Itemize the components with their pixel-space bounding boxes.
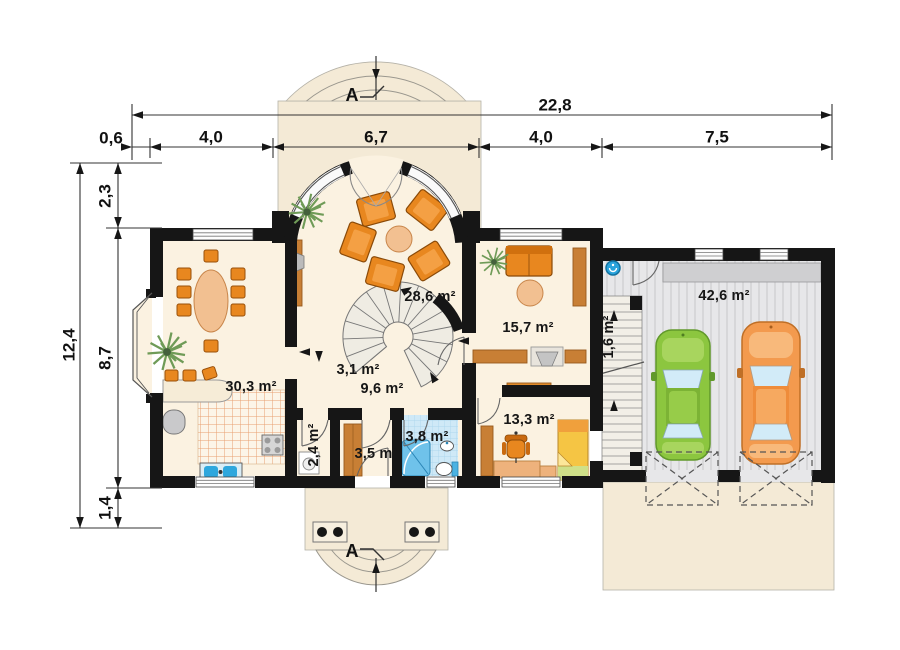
room-label-wc: 2,4 m² (305, 423, 322, 467)
window (195, 476, 255, 488)
dim-seg-0-6: 0,6 (99, 128, 123, 148)
bar-counter (162, 366, 233, 403)
living-room-set (287, 189, 451, 307)
room-label-lounge: 15,7 m² (502, 319, 554, 336)
car-green (651, 329, 715, 461)
room-label-stairs: 3,1 m² (336, 361, 380, 378)
dim-seg-4-0-right: 4,0 (529, 127, 553, 147)
window (499, 228, 563, 241)
dim-seg-2-3: 2,3 (95, 184, 115, 208)
dining-set (176, 249, 246, 353)
porch-light-left (312, 521, 348, 543)
bay-window (132, 292, 153, 398)
room-label-hall: 9,6 m² (360, 380, 404, 397)
room-label-bedroom: 13,3 m² (503, 411, 555, 428)
room-label-dining: 30,3 m² (225, 378, 277, 395)
window (759, 248, 789, 261)
utility-fixtures (298, 423, 459, 477)
porch-light-right (404, 521, 440, 543)
dim-seg-8-7: 8,7 (95, 346, 115, 370)
workbench (662, 262, 822, 283)
dim-seg-1-4: 1,4 (95, 496, 115, 520)
window (694, 248, 724, 261)
bay-window-floor (133, 293, 152, 397)
office-chair (502, 431, 530, 463)
boiler (162, 409, 186, 435)
section-marker-bottom: A (345, 541, 359, 561)
car-orange (737, 321, 805, 465)
desk (493, 460, 541, 479)
toilet (435, 461, 459, 477)
kitchen-sink (199, 462, 243, 482)
entry-threshold (426, 476, 456, 488)
dim-total-height: 12,4 (59, 328, 79, 362)
drain-icon (605, 260, 621, 276)
garage-staircase (599, 295, 645, 479)
dim-seg-7-5: 7,5 (705, 127, 729, 147)
washing-machine (298, 451, 320, 475)
dim-seg-6-7: 6,7 (364, 127, 388, 147)
garage-door-swings (645, 451, 813, 506)
driveway (602, 481, 835, 591)
room-label-garage-stairs: 1,6 m² (600, 315, 617, 359)
room-label-living: 28,6 m² (404, 288, 456, 305)
window (501, 476, 561, 488)
section-marker-top: A (345, 85, 359, 105)
dim-seg-4-0-left: 4,0 (199, 127, 223, 147)
stove (261, 434, 284, 456)
kitchen-fixtures (162, 409, 284, 482)
room-label-bathroom: 3,8 m² (405, 428, 449, 445)
room-label-vestibule: 3,5 m² (354, 445, 398, 462)
lounge-set (472, 245, 587, 367)
window (192, 228, 254, 241)
bed (557, 419, 589, 481)
dim-total-width: 22,8 (538, 95, 572, 115)
bathroom-sink (440, 440, 454, 452)
room-label-garage: 42,6 m² (698, 287, 750, 304)
